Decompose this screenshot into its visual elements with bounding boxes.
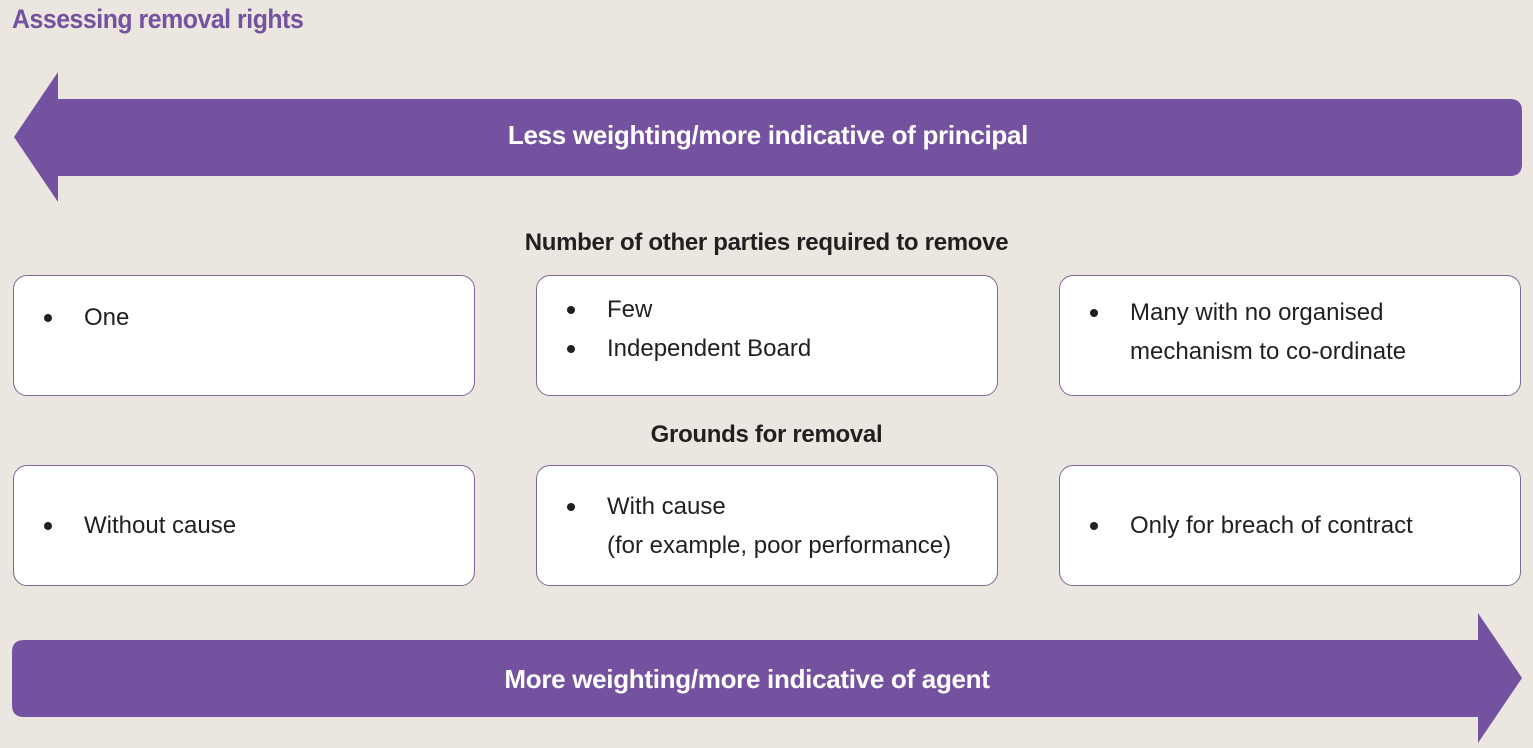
agent-direction-arrow: More weighting/more indicative of agent <box>12 613 1522 743</box>
principal-arrow-label: Less weighting/more indicative of princi… <box>507 120 1029 150</box>
item-text: Few <box>607 296 653 323</box>
item-text: Without cause <box>84 512 237 539</box>
arrow-right-icon <box>12 613 1522 743</box>
list-item: One <box>44 298 474 337</box>
list-item: Independent Board <box>567 329 997 368</box>
list-item: With cause (for example, poor performanc… <box>567 487 997 565</box>
item-text: One <box>84 304 130 331</box>
bullet-icon <box>44 298 84 337</box>
bullet-icon <box>567 329 607 368</box>
item-text: Many with no organised mechanism to co-o… <box>1130 299 1407 365</box>
list-item: Only for breach of contract <box>1090 506 1520 545</box>
card-grounds-breach: Only for breach of contract <box>1059 465 1521 586</box>
list-item: Without cause <box>44 506 474 545</box>
bullet-icon <box>567 290 607 329</box>
bullet-icon <box>1090 506 1130 545</box>
principal-direction-arrow: Less weighting/more indicative of princi… <box>14 72 1522 202</box>
bullet-icon <box>1090 293 1130 332</box>
section-heading-grounds: Grounds for removal <box>650 421 883 448</box>
card-parties-one: One <box>13 275 475 396</box>
item-text: With cause (for example, poor performanc… <box>607 492 952 559</box>
agent-arrow-label: More weighting/more indicative of agent <box>504 664 990 694</box>
arrow-left-icon <box>14 72 1522 202</box>
bullet-icon <box>44 506 84 545</box>
card-grounds-with-cause: With cause (for example, poor performanc… <box>536 465 998 586</box>
list-item: Few <box>567 290 997 329</box>
card-parties-many: Many with no organised mechanism to co-o… <box>1059 275 1521 396</box>
bullet-icon <box>567 487 607 526</box>
card-parties-few: Few Independent Board <box>536 275 998 396</box>
item-text: Independent Board <box>607 335 812 362</box>
item-text: Only for breach of contract <box>1130 512 1413 539</box>
card-grounds-without-cause: Without cause <box>13 465 475 586</box>
section-heading-parties: Number of other parties required to remo… <box>524 229 1009 256</box>
list-item: Many with no organised mechanism to co-o… <box>1090 293 1520 371</box>
page-title: Assessing removal rights <box>12 4 304 34</box>
